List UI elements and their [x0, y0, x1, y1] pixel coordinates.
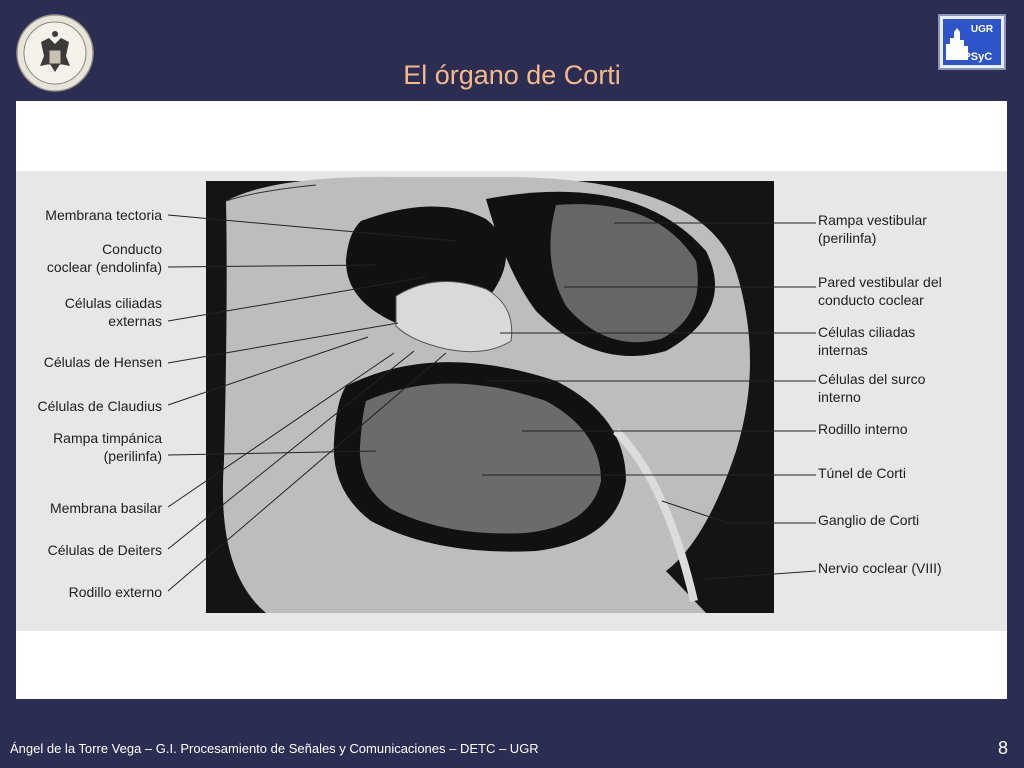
scala-tympani-inner	[359, 383, 601, 534]
logo-bottom-text: GIPSyC	[952, 51, 992, 63]
logo-top-text: UGR	[971, 24, 994, 35]
label-celulas-claudius: Células de Claudius	[37, 398, 162, 414]
label-celulas-ciliadas-internas: Células ciliadas internas	[818, 324, 916, 358]
label-celulas-hensen: Células de Hensen	[43, 354, 162, 370]
organ-of-corti-illustration	[16, 171, 1007, 631]
slide-title: El órgano de Corti	[403, 60, 621, 90]
university-seal-icon	[16, 14, 94, 92]
scala-vestibuli-inner	[550, 204, 698, 343]
label-conducto-coclear: Conducto coclear (endolinfa)	[46, 241, 162, 275]
label-tunel-corti: Túnel de Corti	[818, 465, 906, 481]
label-nervio-coclear: Nervio coclear (VIII)	[818, 560, 942, 576]
label-membrana-basilar: Membrana basilar	[49, 500, 162, 516]
gipsyc-logo: UGR GIPSyC	[938, 14, 1006, 70]
label-membrana-tectoria: Membrana tectoria	[45, 207, 162, 223]
label-celulas-surco-interno: Células del surco interno	[818, 371, 926, 405]
label-celulas-ciliadas-externas: Células ciliadas externas	[64, 295, 162, 329]
diagram-panel: Membrana tectoria Conducto coclear (endo…	[16, 101, 1007, 699]
page-number: 8	[998, 738, 1009, 758]
label-rodillo-externo: Rodillo externo	[68, 584, 162, 600]
label-rampa-timpanica: Rampa timpánica (perilinfa)	[53, 430, 162, 464]
label-rampa-vestibular: Rampa vestibular (perilinfa)	[818, 212, 927, 246]
label-ganglio-corti: Ganglio de Corti	[818, 512, 920, 528]
label-rodillo-interno: Rodillo interno	[818, 421, 908, 437]
label-pared-vestibular: Pared vestibular del conducto coclear	[818, 274, 942, 308]
slide-footer: Ángel de la Torre Vega – G.I. Procesamie…	[10, 741, 539, 756]
cochlear-nerve	[613, 428, 698, 602]
organ-of-corti-body	[395, 280, 513, 353]
leader-lines	[167, 214, 817, 592]
label-celulas-deiters: Células de Deiters	[47, 542, 162, 558]
